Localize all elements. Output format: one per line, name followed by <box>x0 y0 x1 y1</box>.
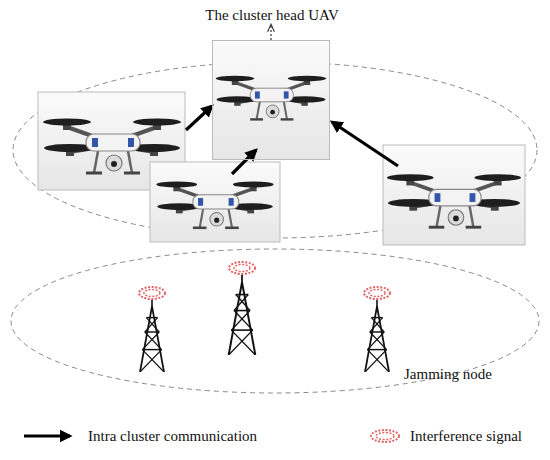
legend-entry: Intra cluster communication <box>22 426 257 446</box>
arrow-sample <box>22 426 80 446</box>
cluster-head-uav <box>216 76 326 120</box>
tower-symbol <box>140 300 164 372</box>
jamming-area: Jamming node <box>10 248 540 394</box>
uav-frame-fill <box>212 40 330 160</box>
uav-frame <box>150 162 280 242</box>
node-label: Jamming node <box>404 366 492 383</box>
ring-sample <box>371 430 399 442</box>
ring-sample <box>368 426 402 446</box>
member-uav <box>387 174 521 227</box>
arrow-sample <box>24 434 70 437</box>
legend-text: Intra cluster communication <box>88 428 257 445</box>
legend-entry: Interference signal <box>368 426 522 446</box>
node-label: The cluster head UAV <box>205 7 338 24</box>
interference-ring <box>229 262 255 274</box>
uav-frame: The cluster head UAV <box>212 40 330 160</box>
leader-line <box>270 25 271 40</box>
ellipse-outline <box>11 249 539 393</box>
legend-text: Interference signal <box>410 428 522 445</box>
tower-symbol <box>229 275 256 355</box>
communication-arrow <box>332 122 398 166</box>
interference-ring <box>139 287 165 299</box>
communication-arrow <box>232 150 256 174</box>
member-uav <box>156 181 273 227</box>
interference-ring <box>364 287 390 299</box>
uav-frame <box>383 145 525 245</box>
communication-arrow <box>186 106 212 130</box>
tower-symbol <box>365 300 389 372</box>
ring-sample <box>376 433 394 440</box>
